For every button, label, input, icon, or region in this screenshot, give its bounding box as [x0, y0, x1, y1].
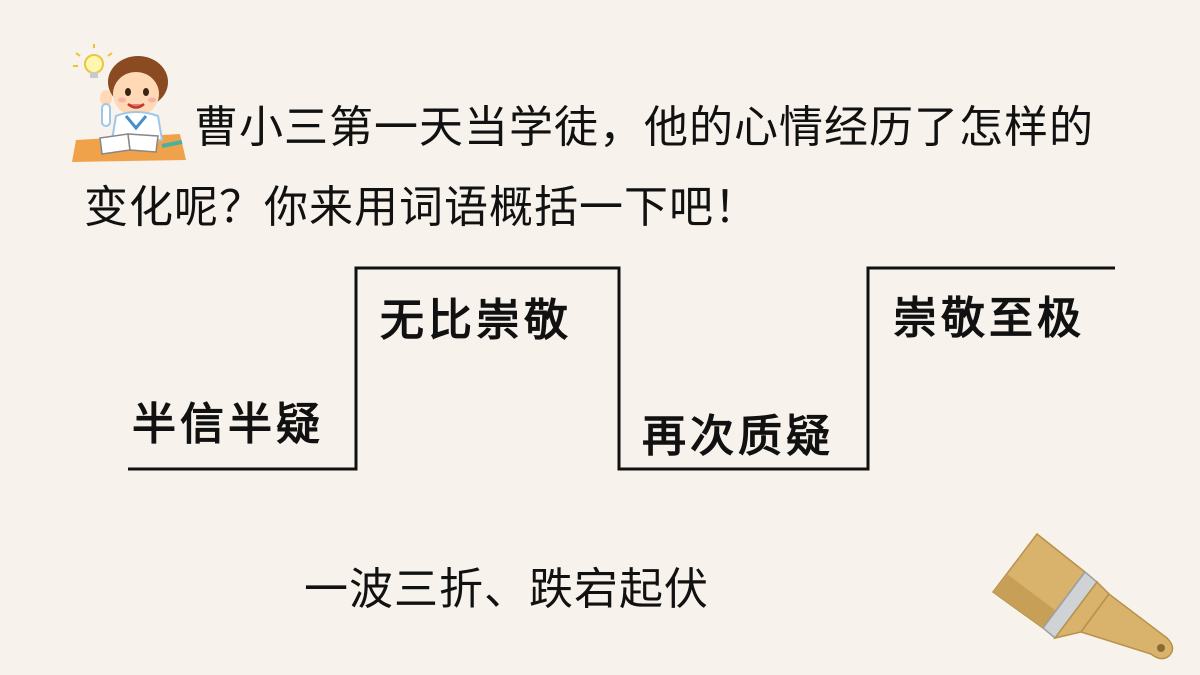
question-text: 曹小三第一天当学徒，他的心情经历了怎样的变化呢？你来用词语概括一下吧！: [84, 102, 1094, 233]
summary-text: 一波三折、跌宕起伏: [304, 564, 709, 615]
stage-label-2: 无比崇敬: [380, 295, 572, 346]
stage-label-1: 半信半疑: [132, 399, 324, 450]
lightbulb-icon: [73, 44, 113, 78]
paintbrush-icon: [991, 532, 1174, 660]
staircase-line: [128, 266, 1115, 471]
student-reading-icon: [72, 44, 186, 162]
stage-label-4: 崇敬至极: [893, 293, 1085, 344]
stage-label-3: 再次质疑: [642, 411, 834, 462]
